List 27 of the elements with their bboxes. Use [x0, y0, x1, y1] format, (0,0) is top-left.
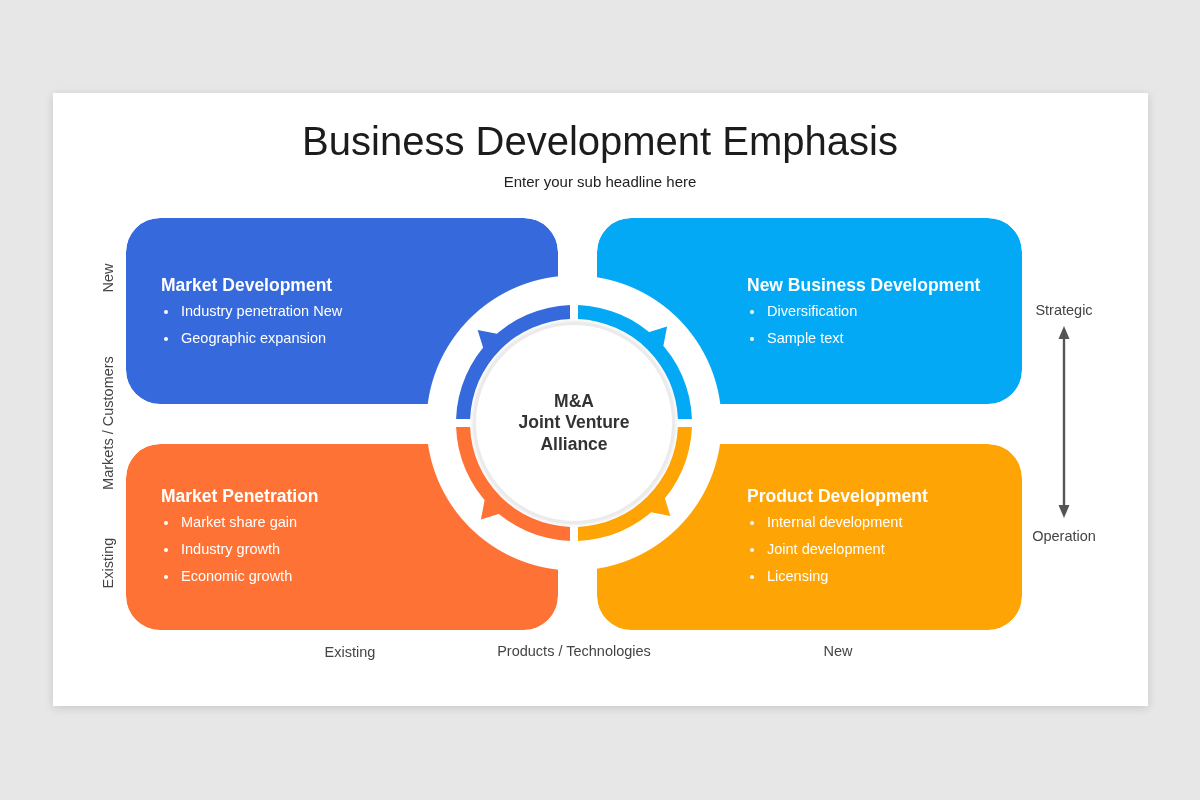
axis-label: Operation — [1032, 527, 1096, 545]
bullet-item: Internal development — [747, 509, 903, 536]
axis-label: New — [823, 642, 853, 660]
title: Business Development Emphasis — [302, 118, 898, 164]
bullet-item: Industry growth — [161, 536, 281, 563]
axis-label: Strategic — [1035, 301, 1093, 319]
card-heading: Market Development — [161, 274, 333, 297]
bullet-item: Diversification — [747, 298, 858, 325]
bullet-item: Geographic expansion — [161, 325, 327, 352]
bullet-item: Joint development — [747, 536, 885, 563]
card-heading: Product Development — [747, 485, 928, 508]
card-heading: New Business Development — [747, 274, 981, 297]
axis-title: Products / Technologies — [497, 642, 651, 660]
bullet-item: Industry penetration New — [161, 298, 343, 325]
axis-label: New — [99, 263, 117, 293]
axis-title: Markets / Customers — [99, 356, 117, 490]
center-label: Alliance — [540, 433, 608, 456]
card-heading: Market Penetration — [161, 485, 319, 508]
axis-label: Existing — [324, 643, 376, 661]
bullet-item: Sample text — [747, 325, 844, 352]
center-label: Joint Venture — [518, 412, 630, 434]
axis-label: Existing — [99, 537, 117, 589]
subtitle: Enter your sub headline here — [503, 173, 697, 191]
center-label: M&A — [554, 390, 594, 413]
bullet-item: Market share gain — [161, 509, 298, 536]
bullet-item: Economic growth — [161, 563, 293, 590]
bullet-item: Licensing — [747, 563, 829, 590]
